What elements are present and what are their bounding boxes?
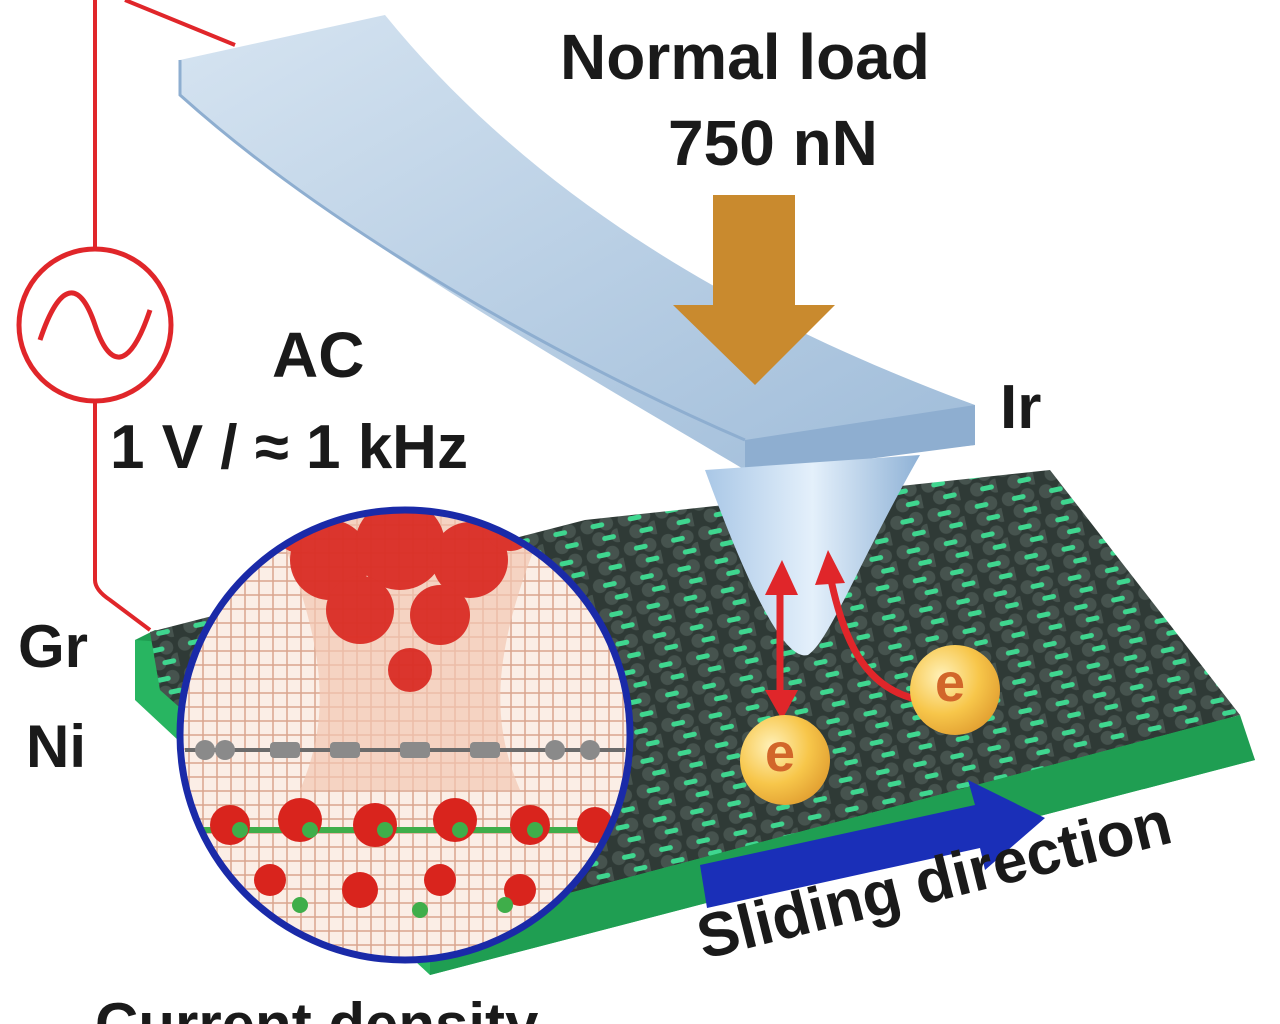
current-arrow-head-2 <box>765 690 798 720</box>
circuit-wire <box>93 0 236 632</box>
electron-label-2: e <box>935 653 966 713</box>
current-density-label: Current density <box>95 990 538 1024</box>
load-value: 750 nN <box>668 107 878 179</box>
nickel-label: Ni <box>26 713 86 780</box>
ac-value: 1 V / ≈ 1 kHz <box>110 413 468 482</box>
current-arrow-head-1 <box>765 560 798 595</box>
sliding-arrow-icon <box>700 780 1045 908</box>
load-arrow-icon <box>673 195 835 385</box>
electron-label-1: e <box>765 723 796 783</box>
ac-title: AC <box>272 319 365 391</box>
graphene-label: Gr <box>18 613 89 680</box>
current-arrows <box>776 574 921 704</box>
afm-tip <box>705 455 920 656</box>
electron-icon <box>740 645 1000 805</box>
ac-source-icon <box>16 246 174 404</box>
current-density-inset <box>176 506 634 964</box>
current-arrow-head-3 <box>815 550 845 585</box>
load-title: Normal load <box>560 21 930 93</box>
tip-material-label: Ir <box>1000 373 1042 442</box>
